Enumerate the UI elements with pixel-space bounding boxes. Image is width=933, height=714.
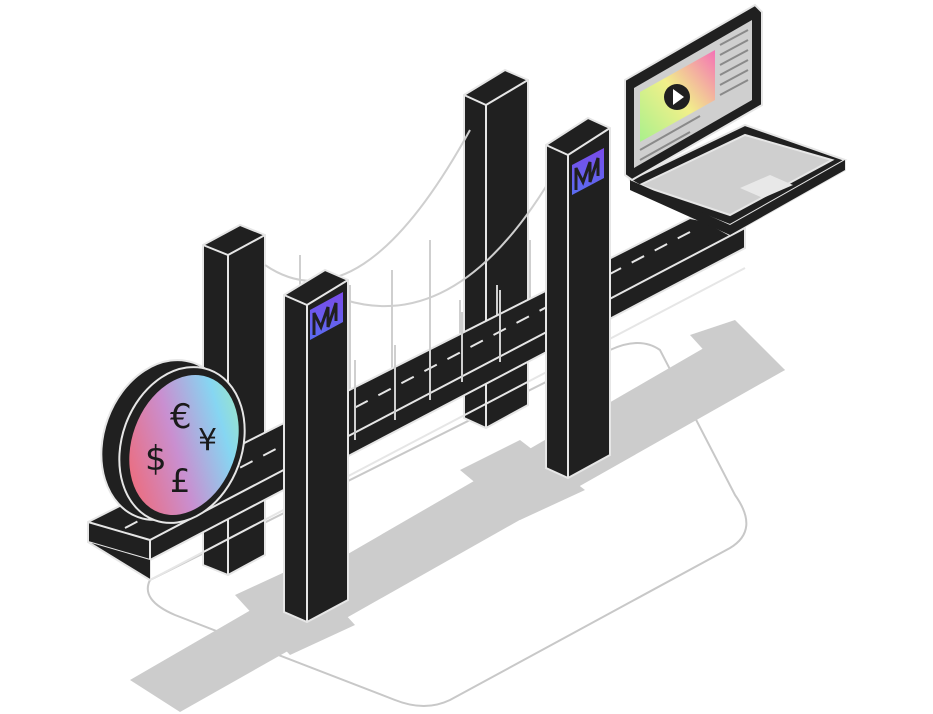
front-right-tower xyxy=(545,116,611,480)
dollar-symbol: $ xyxy=(145,439,167,479)
yen-symbol: ¥ xyxy=(198,423,217,458)
laptop xyxy=(624,3,848,237)
pound-symbol: £ xyxy=(170,462,190,500)
ground-outline xyxy=(146,342,748,707)
currency-coin: € ¥ $ £ xyxy=(100,359,246,524)
front-cables xyxy=(354,290,501,440)
euro-symbol: € xyxy=(170,397,192,437)
sidebar-lines xyxy=(639,29,749,161)
front-left-tower xyxy=(283,268,349,624)
